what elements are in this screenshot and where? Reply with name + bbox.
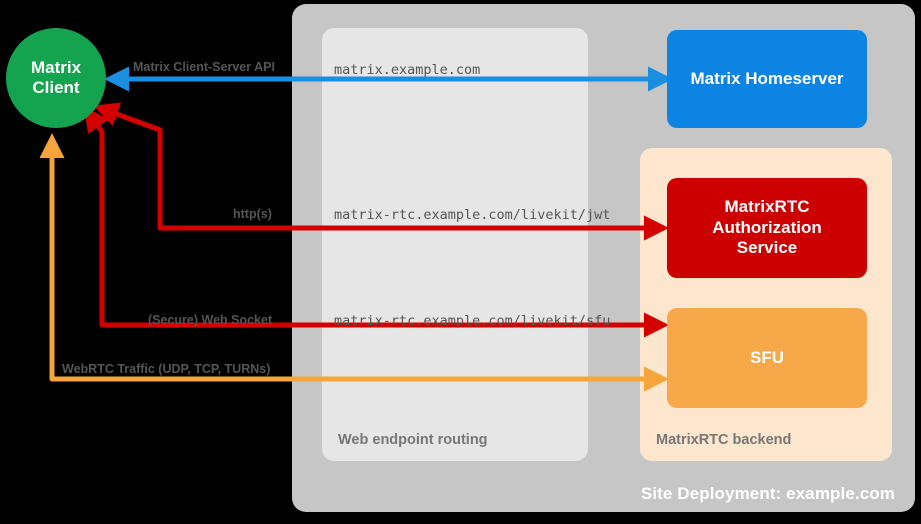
node-matrix-client[interactable]: Matrix Client: [6, 28, 106, 128]
node-matrixrtc-authorization-service[interactable]: MatrixRTC Authorization Service: [667, 178, 867, 278]
endpoint-url-sfu: matrix-rtc.example.com/livekit/sfu: [334, 313, 611, 329]
web-endpoint-routing-label: Web endpoint routing: [338, 432, 488, 448]
endpoint-url-jwt: matrix-rtc.example.com/livekit/jwt: [334, 207, 611, 223]
flow-label-secure-web-socket: (Secure) Web Socket: [148, 313, 273, 327]
node-matrix-homeserver[interactable]: Matrix Homeserver: [667, 30, 867, 128]
matrix-client-line-2: Client: [32, 78, 80, 97]
flow-label-matrix-client-server-api: Matrix Client-Server API: [133, 60, 275, 74]
flow-label-webrtc-traffic: WebRTC Traffic (UDP, TCP, TURNs): [62, 362, 271, 376]
matrixrtc-backend-label: MatrixRTC backend: [656, 432, 792, 448]
auth-service-line-1: MatrixRTC: [724, 196, 810, 216]
node-matrix-homeserver-label: Matrix Homeserver: [690, 68, 844, 88]
site-deployment-label: Site Deployment: example.com: [640, 484, 895, 503]
node-sfu-label: SFU: [750, 347, 784, 367]
flow-label-https: http(s): [233, 207, 272, 221]
auth-service-line-3: Service: [736, 238, 798, 258]
endpoint-url-matrix: matrix.example.com: [334, 62, 481, 78]
node-sfu[interactable]: SFU: [667, 308, 867, 408]
web-endpoint-routing-container: Web endpoint routing: [322, 28, 588, 461]
matrix-client-line-1: Matrix: [30, 57, 82, 77]
auth-service-line-2: Authorization: [712, 217, 822, 237]
node-matrixrtc-authorization-service-label: MatrixRTC Authorization Service: [712, 197, 822, 259]
